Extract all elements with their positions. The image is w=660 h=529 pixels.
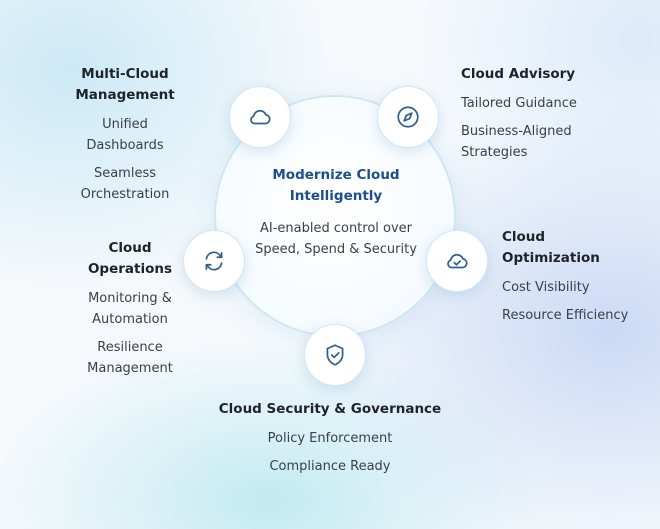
operations-title: Cloud Operations — [87, 240, 173, 277]
cloud-icon — [250, 109, 271, 125]
advisory-section: Cloud Advisory Tailored Guidance Busines… — [461, 64, 641, 163]
security-section: Cloud Security & Governance Policy Enfor… — [215, 399, 445, 477]
center-description: AI-enabled control over Speed, Spend & S… — [255, 221, 417, 257]
operations-item: Monitoring & Automation — [88, 291, 172, 327]
multi-cloud-section: Multi-Cloud Management Unified Dashboard… — [30, 64, 220, 205]
refresh-icon — [205, 251, 223, 271]
cloud-check-icon — [447, 253, 468, 269]
optimization-node — [426, 230, 488, 292]
multi-cloud-item: Seamless Orchestration — [80, 166, 170, 202]
advisory-node — [377, 86, 439, 148]
multi-cloud-item: Unified Dashboards — [86, 117, 164, 153]
operations-item: Resilience Management — [87, 340, 173, 376]
operations-node — [183, 230, 245, 292]
optimization-item: Resource Efficiency — [502, 308, 629, 323]
operations-section: Cloud Operations Monitoring & Automation… — [70, 238, 190, 379]
security-item: Policy Enforcement — [267, 431, 393, 446]
shield-check-icon — [326, 344, 344, 366]
optimization-title: Cloud Optimization — [502, 229, 600, 266]
multi-cloud-title: Multi-Cloud Management — [75, 66, 175, 103]
advisory-item: Business-Aligned Strategies — [461, 124, 572, 160]
security-item: Compliance Ready — [269, 459, 391, 474]
advisory-title: Cloud Advisory — [461, 66, 576, 82]
optimization-item: Cost Visibility — [502, 280, 590, 295]
security-title: Cloud Security & Governance — [218, 401, 442, 417]
center-title: Modernize Cloud Intelligently — [272, 167, 400, 204]
compass-icon — [397, 106, 419, 128]
multi-cloud-node — [229, 86, 291, 148]
optimization-section: Cloud Optimization Cost Visibility Resou… — [502, 227, 652, 326]
advisory-item: Tailored Guidance — [461, 96, 577, 111]
security-node — [304, 324, 366, 386]
